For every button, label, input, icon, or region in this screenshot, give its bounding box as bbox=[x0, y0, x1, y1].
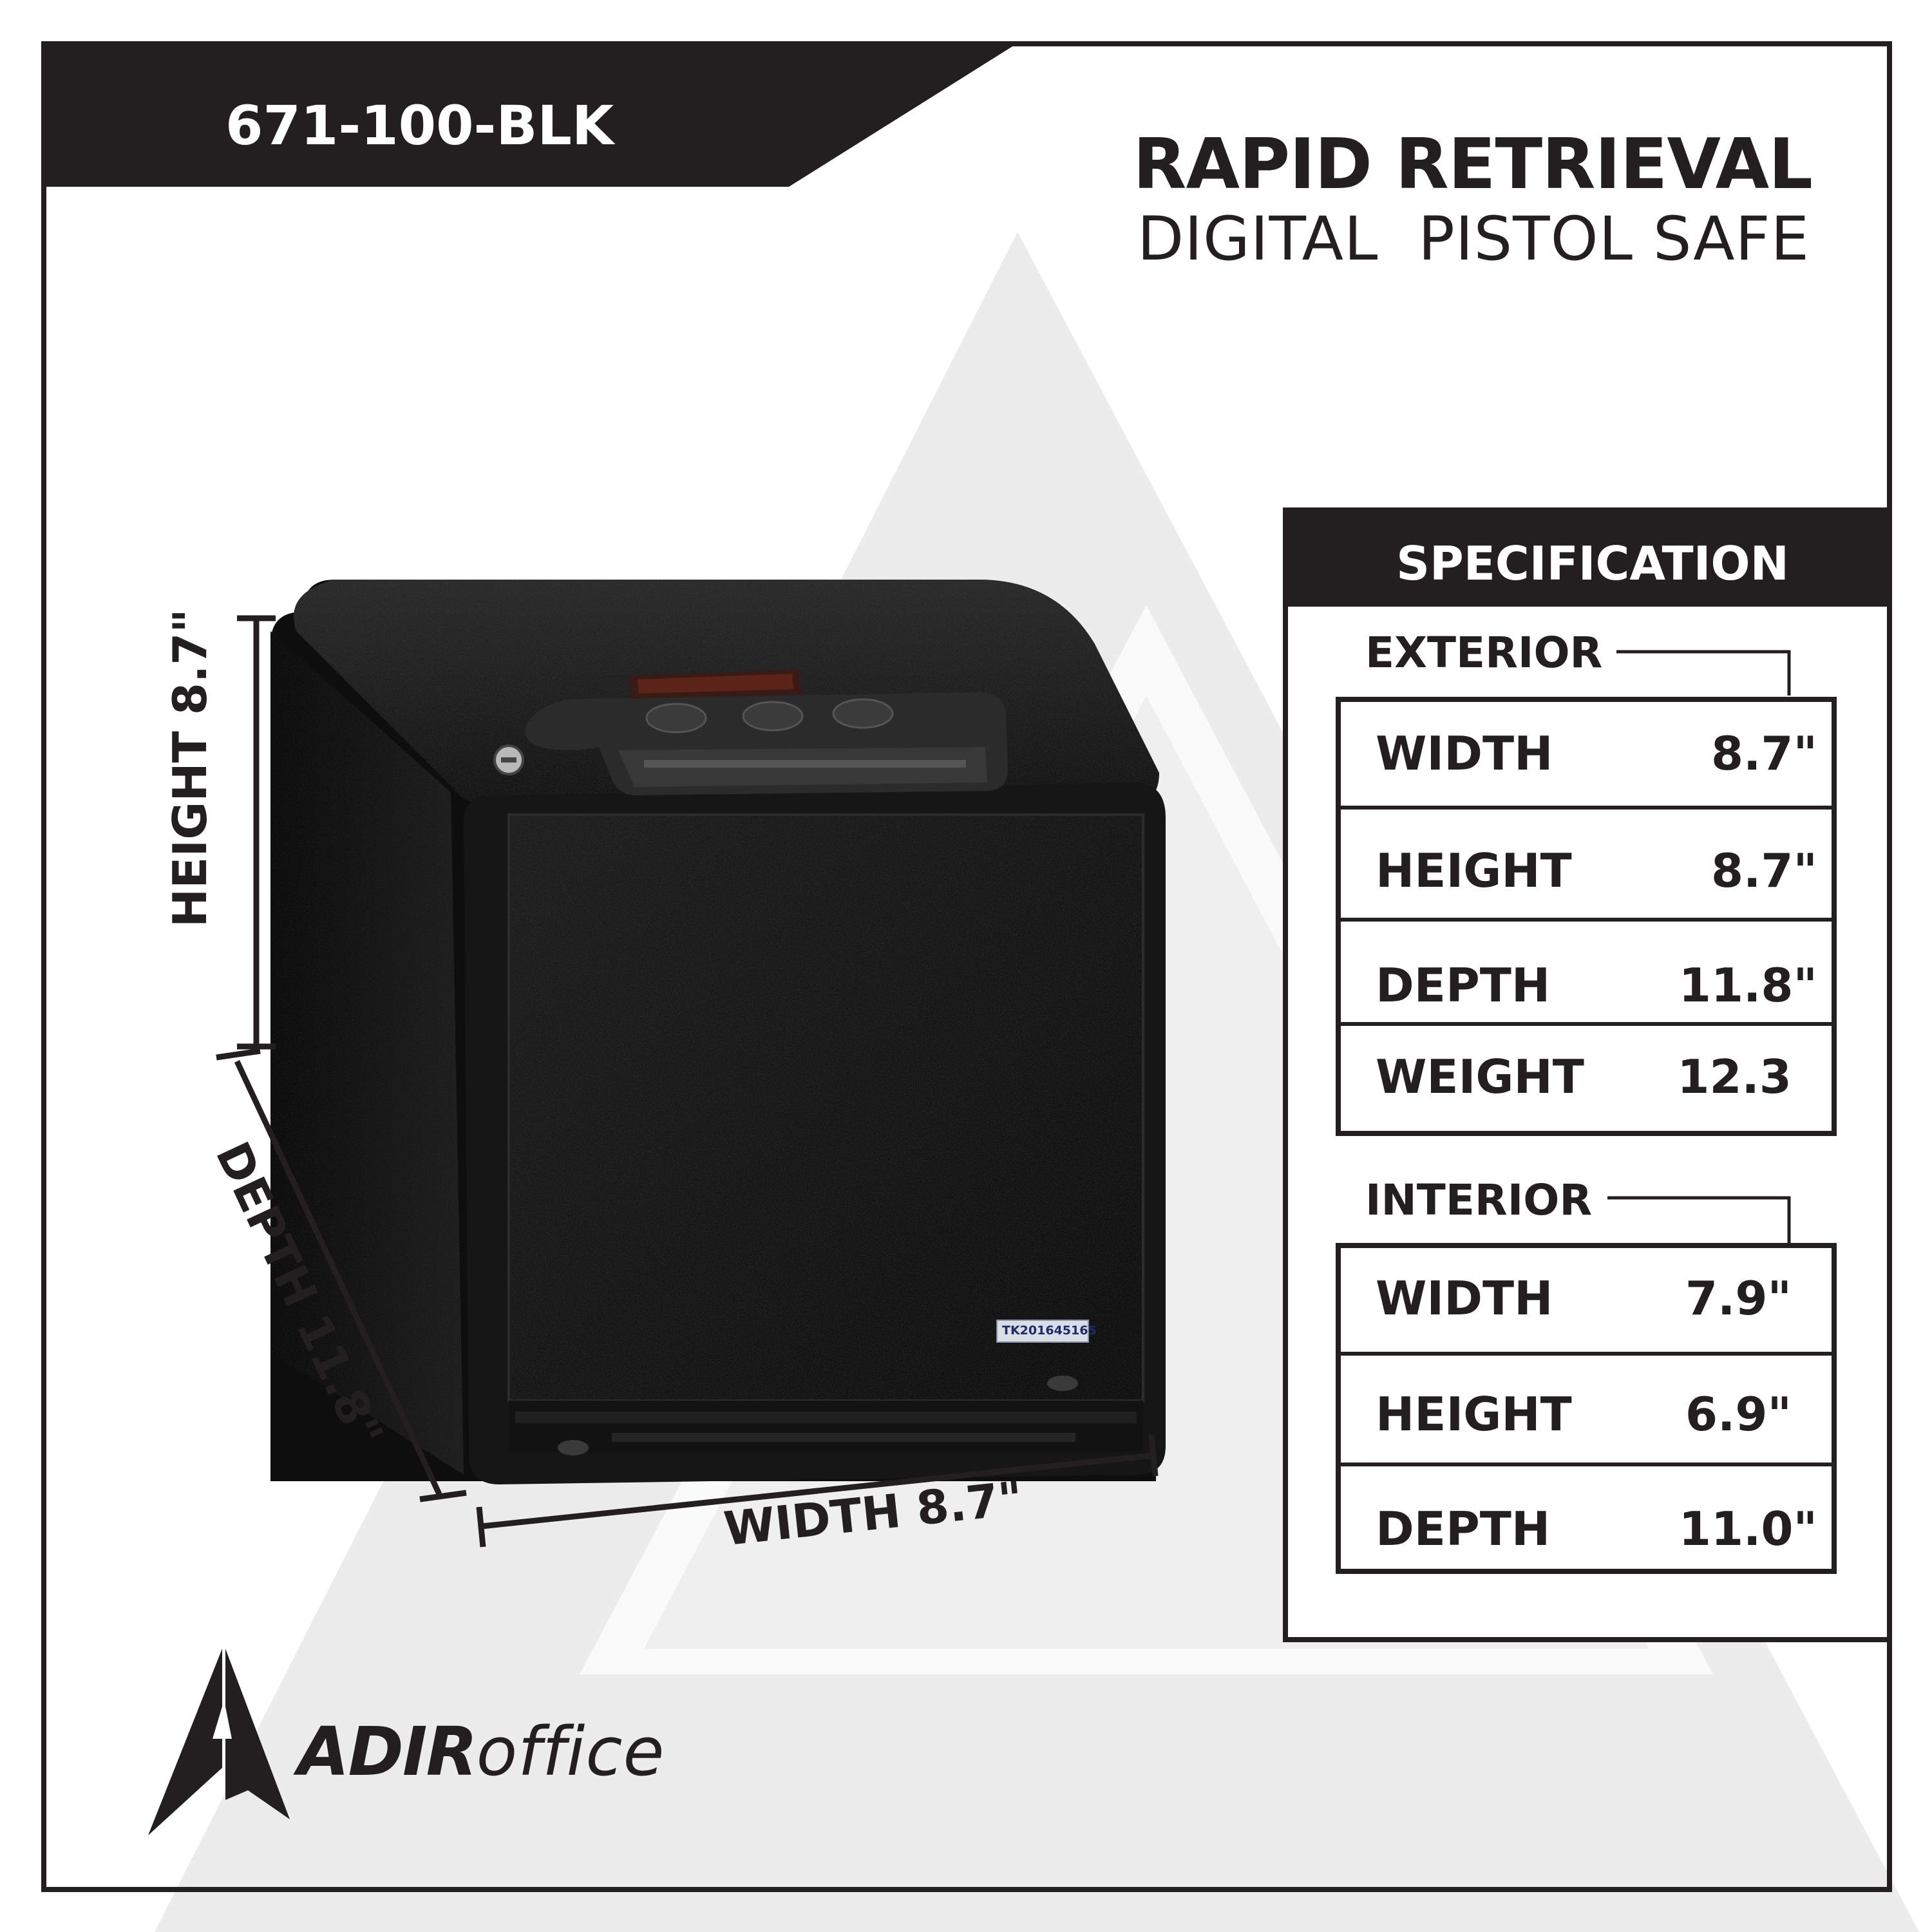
exterior-width-label: WIDTH bbox=[1376, 726, 1553, 781]
model-banner bbox=[41, 41, 1021, 187]
exterior-weight-label: WEIGHT bbox=[1376, 1050, 1584, 1104]
brand-name-light: office bbox=[476, 1712, 665, 1791]
exterior-height-label: HEIGHT bbox=[1376, 844, 1572, 898]
product-title: RAPID RETRIEVAL bbox=[1133, 124, 1813, 205]
model-number: 671-100-BLK bbox=[225, 94, 614, 157]
brand-logo-text: ADIRoffice bbox=[298, 1713, 665, 1790]
exterior-table bbox=[1336, 697, 1837, 1136]
interior-depth-value: 11.0" bbox=[1678, 1502, 1817, 1556]
exterior-bracket bbox=[1616, 650, 1791, 696]
pistol-safe-illustration bbox=[270, 580, 1166, 1484]
interior-depth-label: DEPTH bbox=[1376, 1502, 1551, 1556]
interior-width-label: WIDTH bbox=[1376, 1271, 1553, 1325]
interior-table bbox=[1336, 1243, 1837, 1574]
exterior-width-value: 8.7" bbox=[1710, 726, 1817, 781]
serial-label: TK201645165 bbox=[1002, 1323, 1097, 1338]
exterior-depth-label: DEPTH bbox=[1376, 958, 1551, 1012]
height-dimension-label: HEIGHT 8.7" bbox=[163, 609, 217, 927]
interior-height-label: HEIGHT bbox=[1376, 1387, 1572, 1441]
brand-name-bold: ADIR bbox=[298, 1712, 478, 1791]
adir-logo-mark bbox=[148, 1649, 290, 1835]
exterior-label: EXTERIOR bbox=[1365, 627, 1607, 679]
interior-bracket bbox=[1607, 1196, 1791, 1243]
product-subtitle: DIGITAL PISTOL SAFE bbox=[1137, 204, 1810, 274]
exterior-depth-value: 11.8" bbox=[1678, 958, 1817, 1012]
spec-header-bar bbox=[1285, 510, 1889, 607]
interior-label: INTERIOR bbox=[1365, 1175, 1596, 1226]
dimension-lines bbox=[216, 615, 1159, 1548]
exterior-height-value: 8.7" bbox=[1710, 844, 1817, 898]
specification-heading: SPECIFICATION bbox=[1396, 536, 1789, 591]
interior-width-value: 7.9" bbox=[1685, 1271, 1792, 1325]
interior-height-value: 6.9" bbox=[1685, 1387, 1792, 1441]
exterior-weight-value: 12.3 bbox=[1677, 1050, 1792, 1104]
